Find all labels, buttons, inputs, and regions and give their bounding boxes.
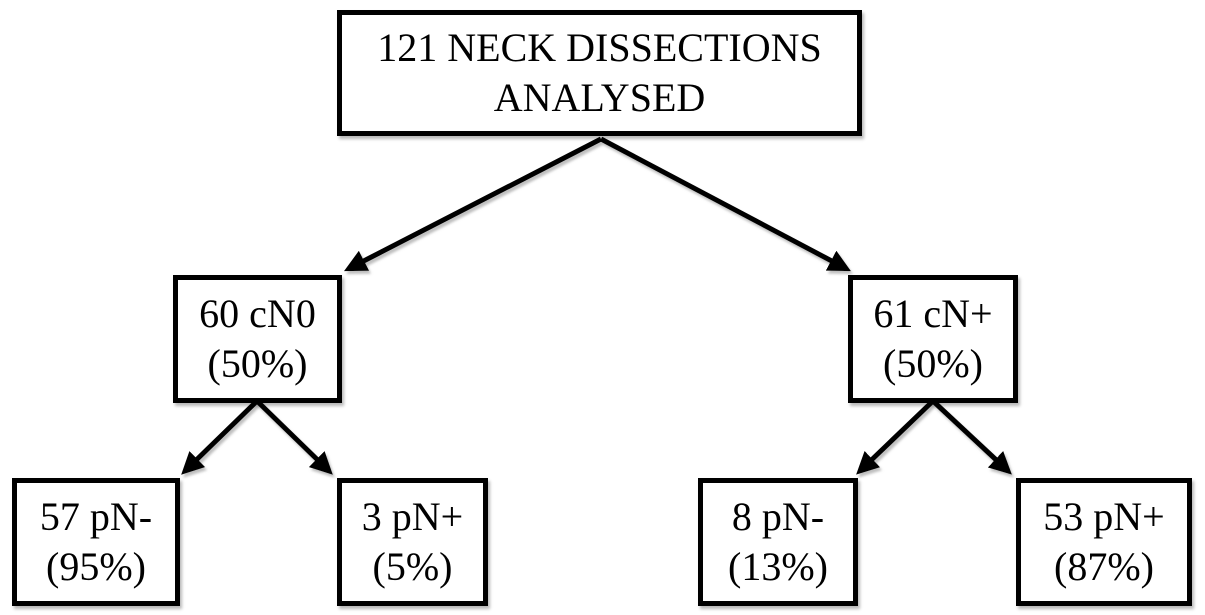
node-pn-neg-left: 57 pN- (95%) <box>12 478 180 606</box>
node-total-neck-dissections: 121 NECK DISSECTIONS ANALYSED <box>337 10 862 136</box>
node-pn-pos-right: 53 pN+ (87%) <box>1016 478 1192 606</box>
node-total-line1: 121 NECK DISSECTIONS <box>377 25 822 70</box>
node-pn-neg-left-line2: (95%) <box>46 544 146 589</box>
arrow-cn-plus-to-pn-pos <box>931 399 1012 475</box>
node-pn-pos-left-line2: (5%) <box>372 544 453 589</box>
node-pn-pos-left-line1: 3 pN+ <box>361 494 464 539</box>
node-cn0-line2: (50%) <box>207 341 308 386</box>
node-total-line2: ANALYSED <box>493 75 706 120</box>
arrow-root-to-cn0 <box>343 136 603 272</box>
arrow-cn-plus-to-pn-neg <box>856 399 935 475</box>
node-pn-pos-right-line1: 53 pN+ <box>1043 494 1165 539</box>
node-pn-neg-right-line1: 8 pN- <box>731 494 825 539</box>
arrow-cn0-to-pn-neg <box>181 399 259 475</box>
node-pn-pos-right-line2: (87%) <box>1054 544 1154 589</box>
node-cn-plus-line2: (50%) <box>883 341 983 386</box>
node-cn-plus-line1: 61 cN+ <box>873 291 993 336</box>
node-cn-plus: 61 cN+ (50%) <box>848 275 1018 403</box>
node-cn0: 60 cN0 (50%) <box>173 275 342 403</box>
node-pn-neg-right-line2: (13%) <box>728 544 828 589</box>
node-pn-neg-left-line1: 57 pN- <box>39 494 153 539</box>
node-pn-pos-left: 3 pN+ (5%) <box>337 478 488 606</box>
node-cn0-line1: 60 cN0 <box>199 291 316 336</box>
arrow-cn0-to-pn-pos <box>255 399 333 475</box>
arrow-root-to-cn-plus <box>599 136 851 272</box>
node-pn-neg-right: 8 pN- (13%) <box>698 478 858 606</box>
